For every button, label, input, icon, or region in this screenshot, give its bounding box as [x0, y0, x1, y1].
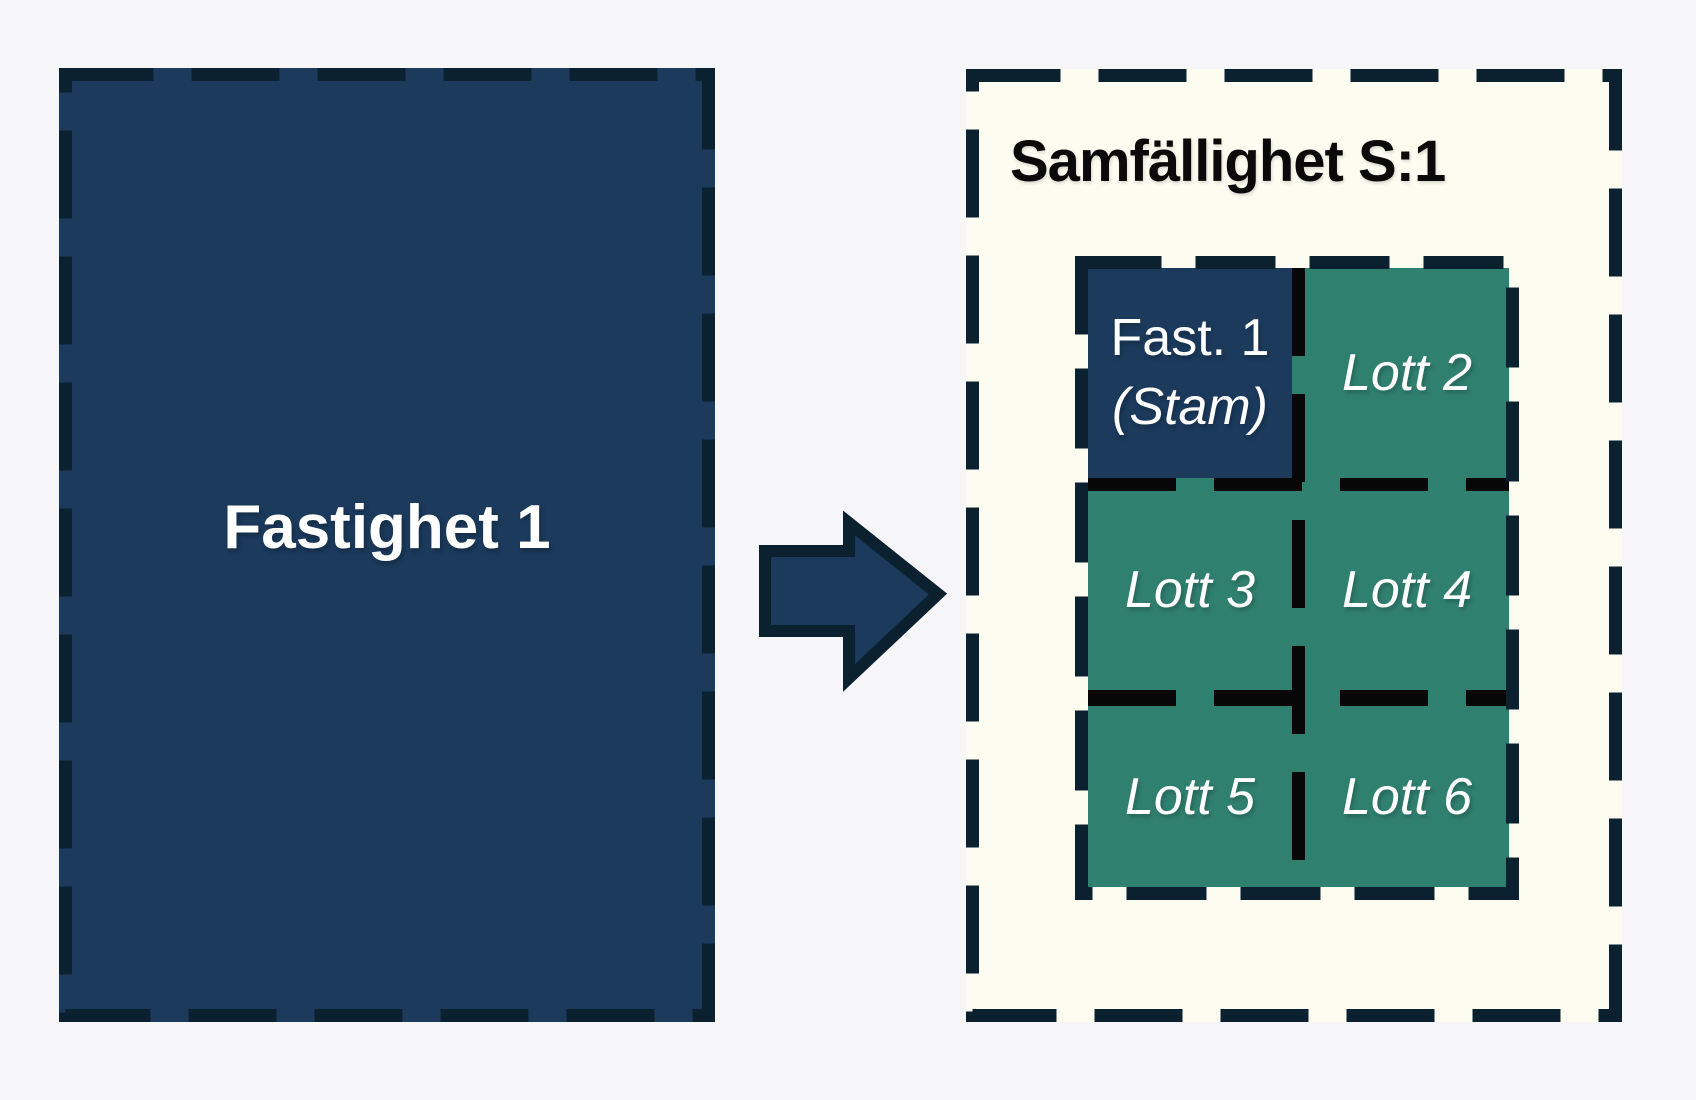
stam-label-line1: Fast. 1 — [1110, 309, 1270, 368]
right-arrow-icon — [759, 510, 948, 692]
property-fastighet-1: Fastighet 1 — [59, 68, 715, 1022]
lot-cell-4: Lott 4 — [1341, 561, 1473, 620]
lot-cell-5: Lott 5 — [1124, 767, 1256, 826]
panel-title: Samfällighet S:1 — [1010, 129, 1446, 194]
lot-divider-vertical — [1292, 268, 1305, 887]
property-label: Fastighet 1 — [223, 492, 551, 562]
samfallighet-panel: Samfällighet S:1 Fast. 1 (Stam) Lott 2 L… — [966, 69, 1622, 1022]
lot-cell-stam: Fast. 1 (Stam) — [1088, 268, 1292, 478]
lot-cell-2: Lott 2 — [1341, 343, 1473, 402]
lot-divider-horizontal-1 — [1088, 478, 1509, 491]
lots-grid: Fast. 1 (Stam) Lott 2 Lott 3 Lott 4 Lott… — [1075, 256, 1519, 900]
stam-label-line2: (Stam) — [1112, 378, 1268, 436]
lot-divider-horizontal-2 — [1088, 690, 1509, 706]
lot-cell-6: Lott 6 — [1341, 767, 1473, 826]
lot-cell-3: Lott 3 — [1124, 561, 1256, 620]
